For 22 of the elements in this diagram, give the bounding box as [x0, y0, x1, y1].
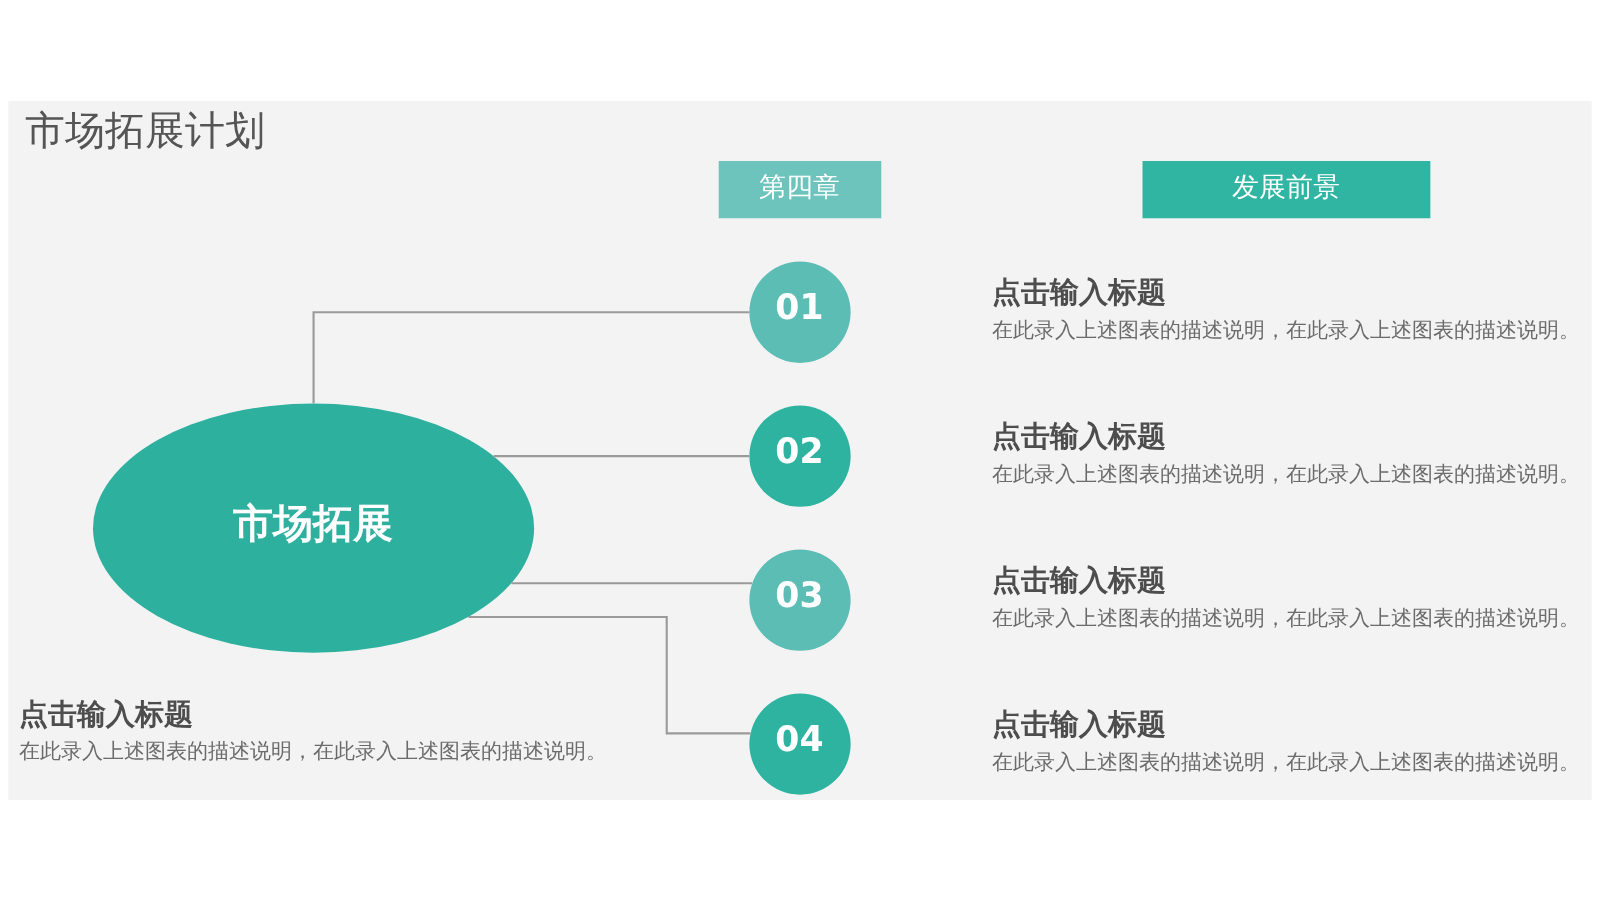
node-label: 在此录入上述图表的描述说明，在此录入上述图表的描述说明。 — [19, 737, 608, 763]
diagram-title: 市场拓展计划 — [24, 106, 265, 153]
node-label: 在此录入上述图表的描述说明，在此录入上述图表的描述说明。 — [991, 316, 1580, 342]
node-circle: 04 — [749, 692, 851, 795]
node-label: 点击输入标题 — [991, 706, 1166, 741]
connector — [468, 615, 751, 734]
connector — [511, 581, 752, 584]
node-label: 点击输入标题 — [991, 274, 1166, 309]
node-label: 点击输入标题 — [991, 418, 1166, 453]
node-circle: 01 — [749, 261, 851, 363]
connector — [312, 310, 750, 403]
node-label: 在此录入上述图表的描述说明，在此录入上述图表的描述说明。 — [991, 748, 1580, 774]
node-box: 发展前景 — [1142, 160, 1431, 218]
node-label: 在此录入上述图表的描述说明，在此录入上述图表的描述说明。 — [991, 460, 1580, 486]
connector — [493, 454, 750, 457]
node-label: 在此录入上述图表的描述说明，在此录入上述图表的描述说明。 — [991, 604, 1580, 630]
node-box: 第四章 — [718, 160, 882, 218]
node-circle: 03 — [749, 548, 851, 651]
node-ellipse: 市场拓展 — [93, 403, 535, 653]
node-circle: 02 — [749, 405, 851, 507]
node-label: 点击输入标题 — [19, 696, 194, 730]
node-label: 点击输入标题 — [991, 562, 1166, 597]
